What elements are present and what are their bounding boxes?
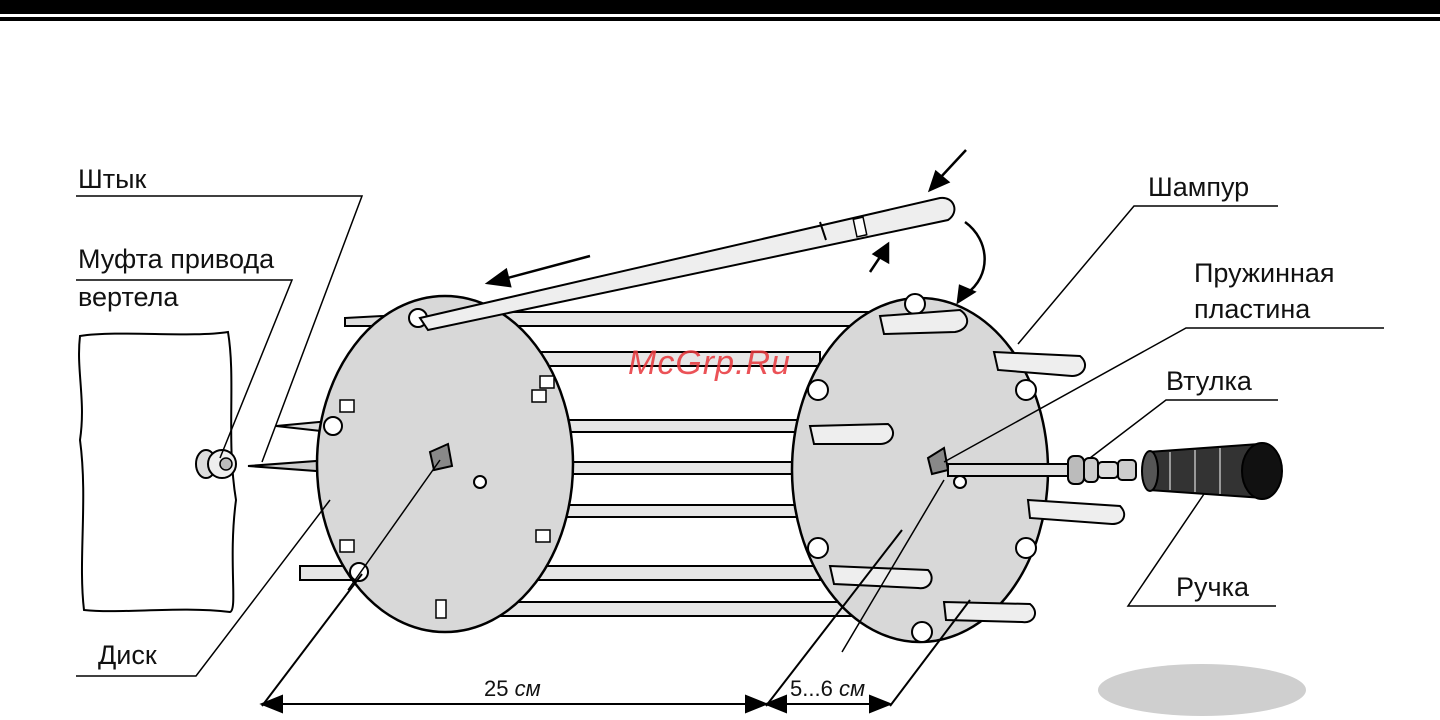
dimension-right-unit: см: [839, 676, 865, 701]
handle: [1142, 443, 1282, 499]
label-shtyk: Штык: [78, 164, 146, 194]
watermark: McGrp.Ru: [628, 344, 791, 383]
label-plastina-line1: Пружинная: [1194, 258, 1335, 288]
label-ruchka: Ручка: [1176, 572, 1249, 602]
label-vtulka: Втулка: [1166, 366, 1252, 396]
label-disk: Диск: [98, 640, 157, 670]
dimension-right-value: 5...6: [790, 676, 833, 701]
header-rule-thick: [0, 0, 1440, 14]
page-marker-oval: [1098, 664, 1306, 716]
label-shampur: Шампур: [1148, 172, 1249, 202]
label-plastina-line2: пластина: [1194, 294, 1310, 324]
drive-coupling: [196, 450, 236, 478]
dimension-right: 5...6 см: [790, 676, 865, 702]
dimension-left-value: 25: [484, 676, 508, 701]
label-mufta-line2: вертела: [78, 282, 178, 312]
dimension-left: 25 см: [484, 676, 541, 702]
dimension-left-unit: см: [515, 676, 541, 701]
label-mufta-line1: Муфта привода: [78, 244, 274, 274]
header-rule-thin: [0, 17, 1440, 21]
